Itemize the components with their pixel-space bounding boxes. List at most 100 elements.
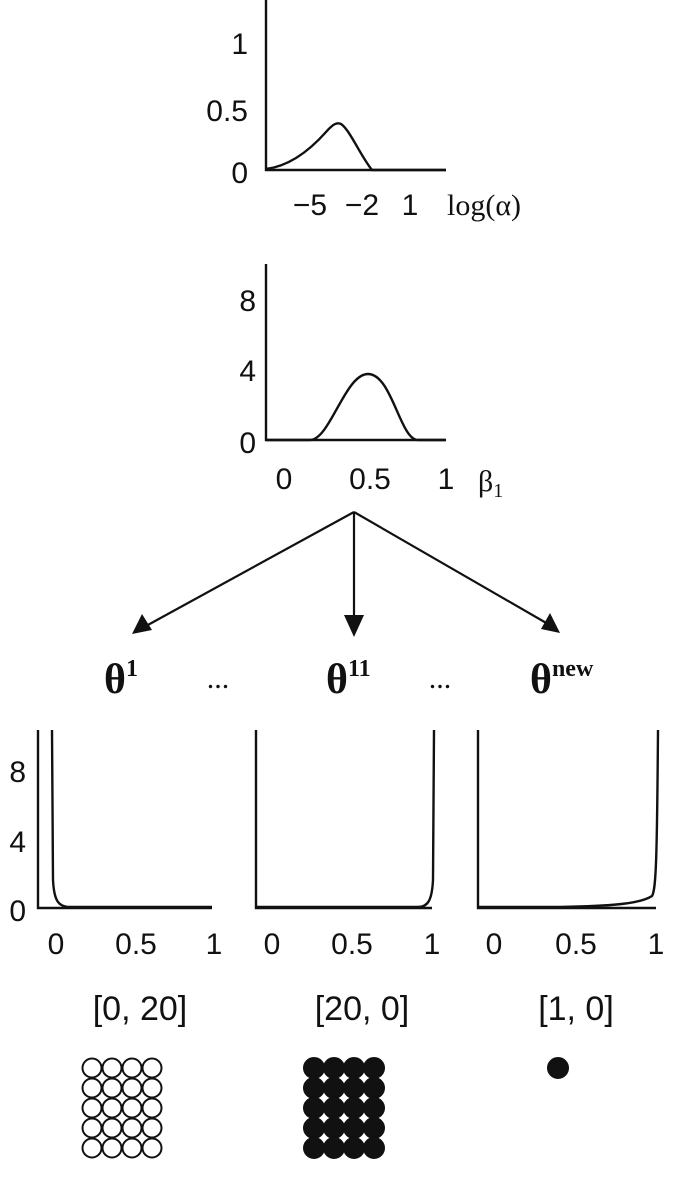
- count-label-1: [0, 20]: [93, 990, 188, 1028]
- theta-1-panel: 8 4 0 0 0.5 1: [9, 729, 223, 961]
- theta-x-tick: 0.5: [331, 928, 373, 961]
- alpha-y-tick: 0: [231, 157, 248, 190]
- theta-labels: θ1 ... θ11 ... θnew: [104, 656, 594, 703]
- filled-marble: [323, 1097, 345, 1119]
- marble-grid-new: [547, 1057, 569, 1079]
- beta-y-tick: 0: [239, 427, 256, 460]
- theta-new-panel: 0 0.5 1: [476, 729, 665, 961]
- beta-x-tick: 1: [438, 463, 455, 496]
- empty-marble: [141, 1137, 163, 1159]
- filled-marble: [303, 1117, 325, 1139]
- arrowhead-theta-1: [132, 614, 152, 634]
- alpha-x-label: log(α): [447, 189, 521, 222]
- empty-marble: [101, 1117, 123, 1139]
- filled-marble: [547, 1057, 569, 1079]
- marble-grid-11: [303, 1057, 385, 1159]
- theta-y-tick: 0: [9, 895, 26, 928]
- theta-x-tick: 0: [486, 928, 503, 961]
- ellipsis: ...: [429, 662, 452, 695]
- empty-marble: [121, 1117, 143, 1139]
- beta-y-tick: 8: [239, 285, 256, 318]
- filled-marble: [343, 1117, 365, 1139]
- beta-axes: [264, 264, 446, 442]
- filled-marble: [363, 1057, 385, 1079]
- filled-marble: [343, 1077, 365, 1099]
- theta-11-label: θ11: [326, 656, 371, 703]
- alpha-x-tick: −2: [345, 189, 379, 222]
- alpha-x-tick: −5: [293, 189, 327, 222]
- theta-11-panel: 0 0.5 1: [254, 729, 441, 961]
- empty-marble: [141, 1057, 163, 1079]
- filled-marble: [363, 1077, 385, 1099]
- filled-marble: [303, 1057, 325, 1079]
- empty-marble: [101, 1097, 123, 1119]
- empty-marble: [101, 1077, 123, 1099]
- arrow-to-theta-new: [353, 511, 549, 625]
- theta-x-tick: 1: [648, 928, 665, 961]
- hierarchy-arrows: [132, 511, 560, 637]
- empty-marble: [81, 1097, 103, 1119]
- arrowhead-theta-new: [541, 613, 560, 633]
- observation-counts: [0, 20] [20, 0] [1, 0]: [93, 990, 614, 1028]
- beta-y-tick: 4: [239, 355, 256, 388]
- alpha-y-tick: 0.5: [206, 95, 248, 128]
- empty-marble: [121, 1077, 143, 1099]
- filled-marble: [363, 1097, 385, 1119]
- theta-x-tick: 0: [48, 928, 65, 961]
- empty-marble: [121, 1057, 143, 1079]
- theta-y-tick: 8: [9, 756, 26, 789]
- beta-prior-panel: 8 4 0 0 0.5 1 β1: [239, 264, 503, 502]
- empty-marble: [121, 1097, 143, 1119]
- theta-x-tick: 1: [206, 928, 223, 961]
- theta-x-tick: 0.5: [555, 928, 597, 961]
- empty-marble: [81, 1057, 103, 1079]
- empty-marble: [101, 1057, 123, 1079]
- alpha-y-tick: 1: [231, 28, 248, 61]
- count-label-new: [1, 0]: [538, 990, 614, 1028]
- arrow-to-theta-1: [145, 511, 355, 627]
- empty-marble: [141, 1077, 163, 1099]
- empty-marble: [121, 1137, 143, 1159]
- empty-marble: [141, 1097, 163, 1119]
- beta-x-label: β1: [478, 465, 503, 502]
- filled-marble: [363, 1117, 385, 1139]
- theta-new-density-curve: [478, 729, 660, 909]
- theta-y-tick: 4: [9, 826, 26, 859]
- theta-1-axes: [36, 730, 212, 910]
- theta-x-tick: 0: [264, 928, 281, 961]
- alpha-x-tick: 1: [402, 189, 419, 222]
- beta-x-tick: 0: [276, 463, 293, 496]
- filled-marble: [303, 1137, 325, 1159]
- filled-marble: [343, 1137, 365, 1159]
- marble-grid-1: [81, 1057, 163, 1159]
- theta-x-tick: 1: [424, 928, 441, 961]
- filled-marble: [323, 1117, 345, 1139]
- beta-density-curve: [266, 372, 446, 442]
- alpha-prior-panel: 1 0.5 0 −5 −2 1 log(α): [206, 0, 521, 222]
- theta-new-label: θnew: [530, 656, 594, 703]
- empty-marble: [101, 1137, 123, 1159]
- filled-marble: [343, 1057, 365, 1079]
- theta-1-density-curve: [50, 729, 212, 909]
- beta-x-tick: 0.5: [349, 463, 391, 496]
- filled-marble: [303, 1077, 325, 1099]
- empty-marble: [81, 1137, 103, 1159]
- filled-marble: [363, 1137, 385, 1159]
- theta-new-axes: [476, 730, 656, 910]
- ellipsis: ...: [207, 662, 230, 695]
- arrowhead-theta-11: [344, 615, 364, 637]
- empty-marble: [81, 1117, 103, 1139]
- count-label-11: [20, 0]: [315, 990, 410, 1028]
- empty-marble: [81, 1077, 103, 1099]
- empty-marble: [141, 1117, 163, 1139]
- filled-marble: [303, 1097, 325, 1119]
- alpha-density-curve: [265, 122, 446, 172]
- theta-1-label: θ1: [104, 656, 138, 703]
- filled-marble: [343, 1097, 365, 1119]
- filled-marble: [323, 1057, 345, 1079]
- theta-11-axes: [254, 730, 432, 910]
- theta-x-tick: 0.5: [115, 928, 157, 961]
- filled-marble: [323, 1077, 345, 1099]
- theta-11-density-curve: [256, 729, 436, 909]
